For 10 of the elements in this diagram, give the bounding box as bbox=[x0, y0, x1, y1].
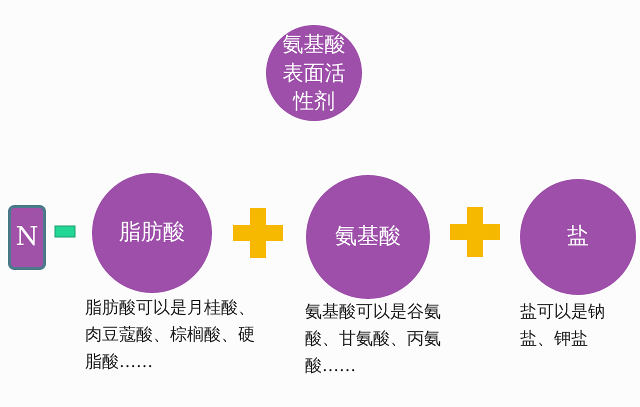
node-label: 氨基酸表面活性剂 bbox=[282, 31, 346, 116]
letter-box bbox=[8, 205, 46, 270]
circle-node bbox=[266, 25, 362, 121]
node-label: 脂肪酸 bbox=[118, 219, 186, 248]
description-text: 脂肪酸可以是月桂酸、肉豆蔻酸、棕榈酸、硬脂酸…… bbox=[85, 297, 255, 374]
element-symbol: N bbox=[14, 220, 40, 254]
description-text: 氨基酸可以是谷氨酸、甘氨酸、丙氨酸…… bbox=[305, 301, 442, 378]
description-text: 盐可以是钠盐、钾盐 bbox=[520, 301, 606, 351]
node-label: 盐 bbox=[566, 223, 590, 252]
node-label: 氨基酸 bbox=[334, 223, 402, 252]
